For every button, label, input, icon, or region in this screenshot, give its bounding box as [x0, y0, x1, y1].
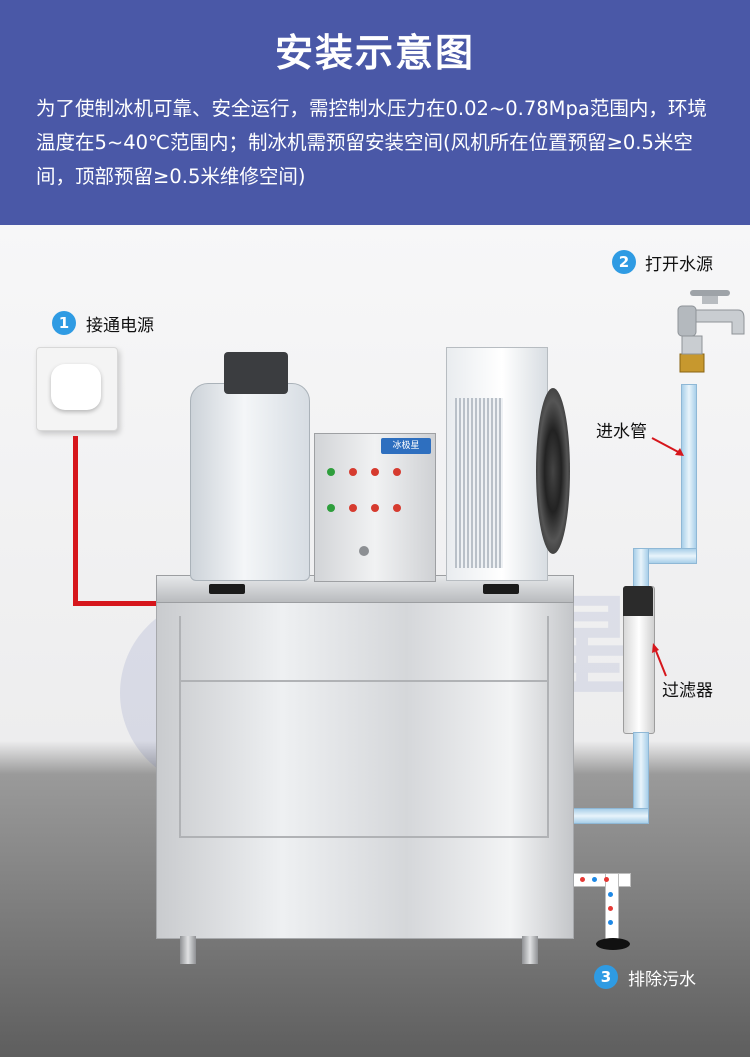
status-lamp: [371, 468, 379, 476]
step-1-badge: 1: [52, 311, 76, 335]
cooling-fan-icon: [536, 388, 570, 554]
inlet-pipe-label: 进水管: [596, 422, 647, 442]
drain-flow-dot: [604, 877, 609, 882]
inlet-pipe-upper: [681, 384, 697, 562]
ice-machine-storage-bin: [156, 585, 574, 939]
condenser-unit: [446, 347, 548, 581]
power-cable-horizontal: [73, 601, 159, 606]
power-switch: [359, 546, 369, 556]
water-filter: [623, 586, 655, 734]
floor-drain: [596, 938, 630, 950]
status-lamp: [349, 468, 357, 476]
drain-flow-dot: [608, 906, 613, 911]
status-lamp: [393, 504, 401, 512]
inlet-pipe-to-machine: [572, 808, 649, 824]
condenser-fins: [455, 398, 503, 568]
panel-logo: 冰极星: [381, 438, 431, 454]
panel-seam: [547, 616, 549, 838]
machine-leg: [180, 936, 196, 964]
step-2-label: 打开水源: [645, 255, 713, 275]
evaporator-drum: [190, 383, 310, 581]
step-2-badge: 2: [612, 250, 636, 274]
panel-seam: [179, 616, 181, 838]
vent-slot: [483, 584, 519, 594]
status-lamp: [327, 504, 335, 512]
filter-arrow-icon: [652, 643, 667, 677]
status-lamp: [349, 504, 357, 512]
status-lamp: [327, 468, 335, 476]
machine-leg: [522, 936, 538, 964]
header-banner: 安装示意图 为了使制冰机可靠、安全运行，需控制水压力在0.02~0.78Mpa范…: [0, 0, 750, 225]
power-socket: [36, 347, 118, 431]
drain-flow-dot: [592, 877, 597, 882]
inlet-pipe-arrow-icon: [651, 437, 684, 456]
gear-motor: [224, 352, 288, 394]
power-plug-icon: [51, 364, 101, 410]
installation-requirements: 为了使制冰机可靠、安全运行，需控制水压力在0.02~0.78Mpa范围内，环境温…: [36, 97, 707, 188]
power-cable-vertical: [73, 436, 78, 606]
drain-flow-dot: [608, 920, 613, 925]
status-lamp: [393, 468, 401, 476]
page-title: 安装示意图: [274, 31, 475, 75]
panel-seam: [179, 836, 549, 838]
drain-flow-dot: [608, 892, 613, 897]
step-1-label: 接通电源: [86, 316, 154, 336]
filter-cap: [623, 586, 653, 616]
filter-label: 过滤器: [662, 681, 713, 701]
vent-slot: [209, 584, 245, 594]
water-tap-icon: [677, 290, 745, 373]
step-3-label: 排除污水: [628, 970, 696, 990]
panel-seam: [179, 680, 549, 682]
step-3-badge: 3: [594, 965, 618, 989]
status-lamp: [371, 504, 379, 512]
drain-flow-dot: [580, 877, 585, 882]
control-box: 冰极星: [314, 433, 436, 582]
